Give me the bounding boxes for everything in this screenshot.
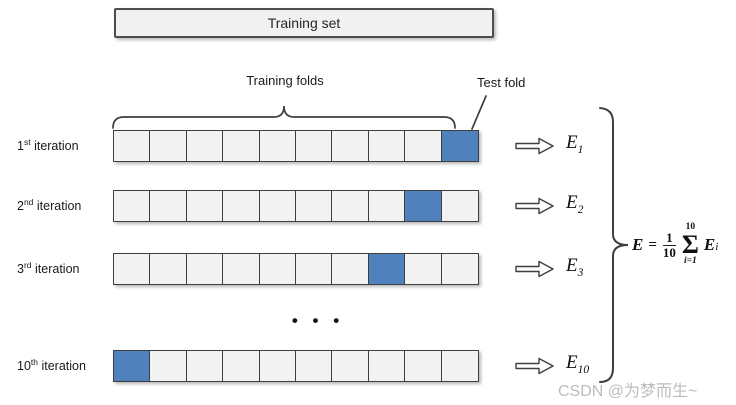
- fold-cell: [331, 130, 370, 162]
- iteration-label: 10th iteration: [17, 356, 86, 373]
- error-label: E1: [566, 132, 584, 156]
- fold-cell: [295, 190, 334, 222]
- iteration-row-2: 2nd iteration E2: [0, 190, 736, 222]
- error-label: E3: [566, 255, 584, 279]
- fold-cell: [404, 130, 443, 162]
- fold-cell: [258, 253, 297, 285]
- ellipsis: • • •: [291, 311, 345, 330]
- fold-cell: [185, 350, 224, 382]
- iteration-row-10: 10th iteration E10: [0, 350, 736, 382]
- fold-cell: [258, 350, 297, 382]
- fold-cell: [295, 350, 334, 382]
- fold-cell: [331, 350, 370, 382]
- fold-cell: [440, 190, 479, 222]
- fold-cell: [222, 253, 261, 285]
- fold-cell: [149, 130, 188, 162]
- right-arrow-icon: [514, 196, 556, 216]
- training-folds-label: Training folds: [246, 73, 324, 88]
- test-fold-cell: [404, 190, 443, 222]
- right-arrow-icon: [514, 259, 556, 279]
- fold-cell: [185, 130, 224, 162]
- fold-cell: [295, 130, 334, 162]
- training-folds-brace: [112, 105, 456, 129]
- formula-fraction: 1 10: [662, 229, 676, 260]
- fold-cells: [113, 253, 479, 285]
- formula-term: E i: [703, 235, 719, 254]
- fold-cell: [404, 253, 443, 285]
- fold-cells: [113, 350, 479, 382]
- error-label: E2: [566, 192, 584, 216]
- fold-cell: [185, 253, 224, 285]
- iteration-row-3: 3rd iteration E3: [0, 253, 736, 285]
- fold-cell: [185, 190, 224, 222]
- fold-cell: [113, 253, 151, 285]
- fold-cell: [113, 130, 151, 162]
- fold-cell: [258, 190, 297, 222]
- training-set-box: Training set: [114, 8, 494, 38]
- iteration-label: 2nd iteration: [17, 196, 82, 213]
- fold-cell: [331, 190, 370, 222]
- test-fold-pointer-line: [471, 95, 487, 130]
- fold-cell: [440, 253, 479, 285]
- fold-cell: [258, 130, 297, 162]
- formula-equals: =: [648, 236, 657, 253]
- fold-cell: [367, 190, 406, 222]
- fold-cell: [149, 253, 188, 285]
- average-error-formula: E = 1 10 10 Σ i=1 E i: [632, 214, 718, 276]
- watermark: CSDN @为梦而生~: [558, 383, 698, 400]
- iteration-row-1: 1st iteration E1: [0, 130, 736, 162]
- summation-symbol: 10 Σ i=1: [681, 222, 699, 267]
- fold-cells: [113, 190, 479, 222]
- right-arrow-icon: [514, 136, 556, 156]
- fold-cell: [113, 190, 151, 222]
- fold-cell: [222, 130, 261, 162]
- fold-cell: [149, 350, 188, 382]
- fold-cell: [149, 190, 188, 222]
- fold-cell: [331, 253, 370, 285]
- fold-cell: [404, 350, 443, 382]
- test-fold-cell: [113, 350, 151, 382]
- test-fold-cell: [440, 130, 479, 162]
- fold-cell: [222, 350, 261, 382]
- test-fold-label: Test fold: [477, 75, 526, 90]
- iteration-label: 1st iteration: [17, 136, 79, 153]
- test-fold-cell: [367, 253, 406, 285]
- fold-cell: [367, 350, 406, 382]
- training-set-label: Training set: [267, 15, 341, 31]
- fold-cell: [440, 350, 479, 382]
- formula-lhs: E: [632, 235, 644, 254]
- right-arrow-icon: [514, 356, 556, 376]
- fold-cell: [222, 190, 261, 222]
- iteration-label: 3rd iteration: [17, 259, 80, 276]
- fold-cells: [113, 130, 479, 162]
- fold-cell: [367, 130, 406, 162]
- error-label: E10: [566, 352, 590, 376]
- fold-cell: [295, 253, 334, 285]
